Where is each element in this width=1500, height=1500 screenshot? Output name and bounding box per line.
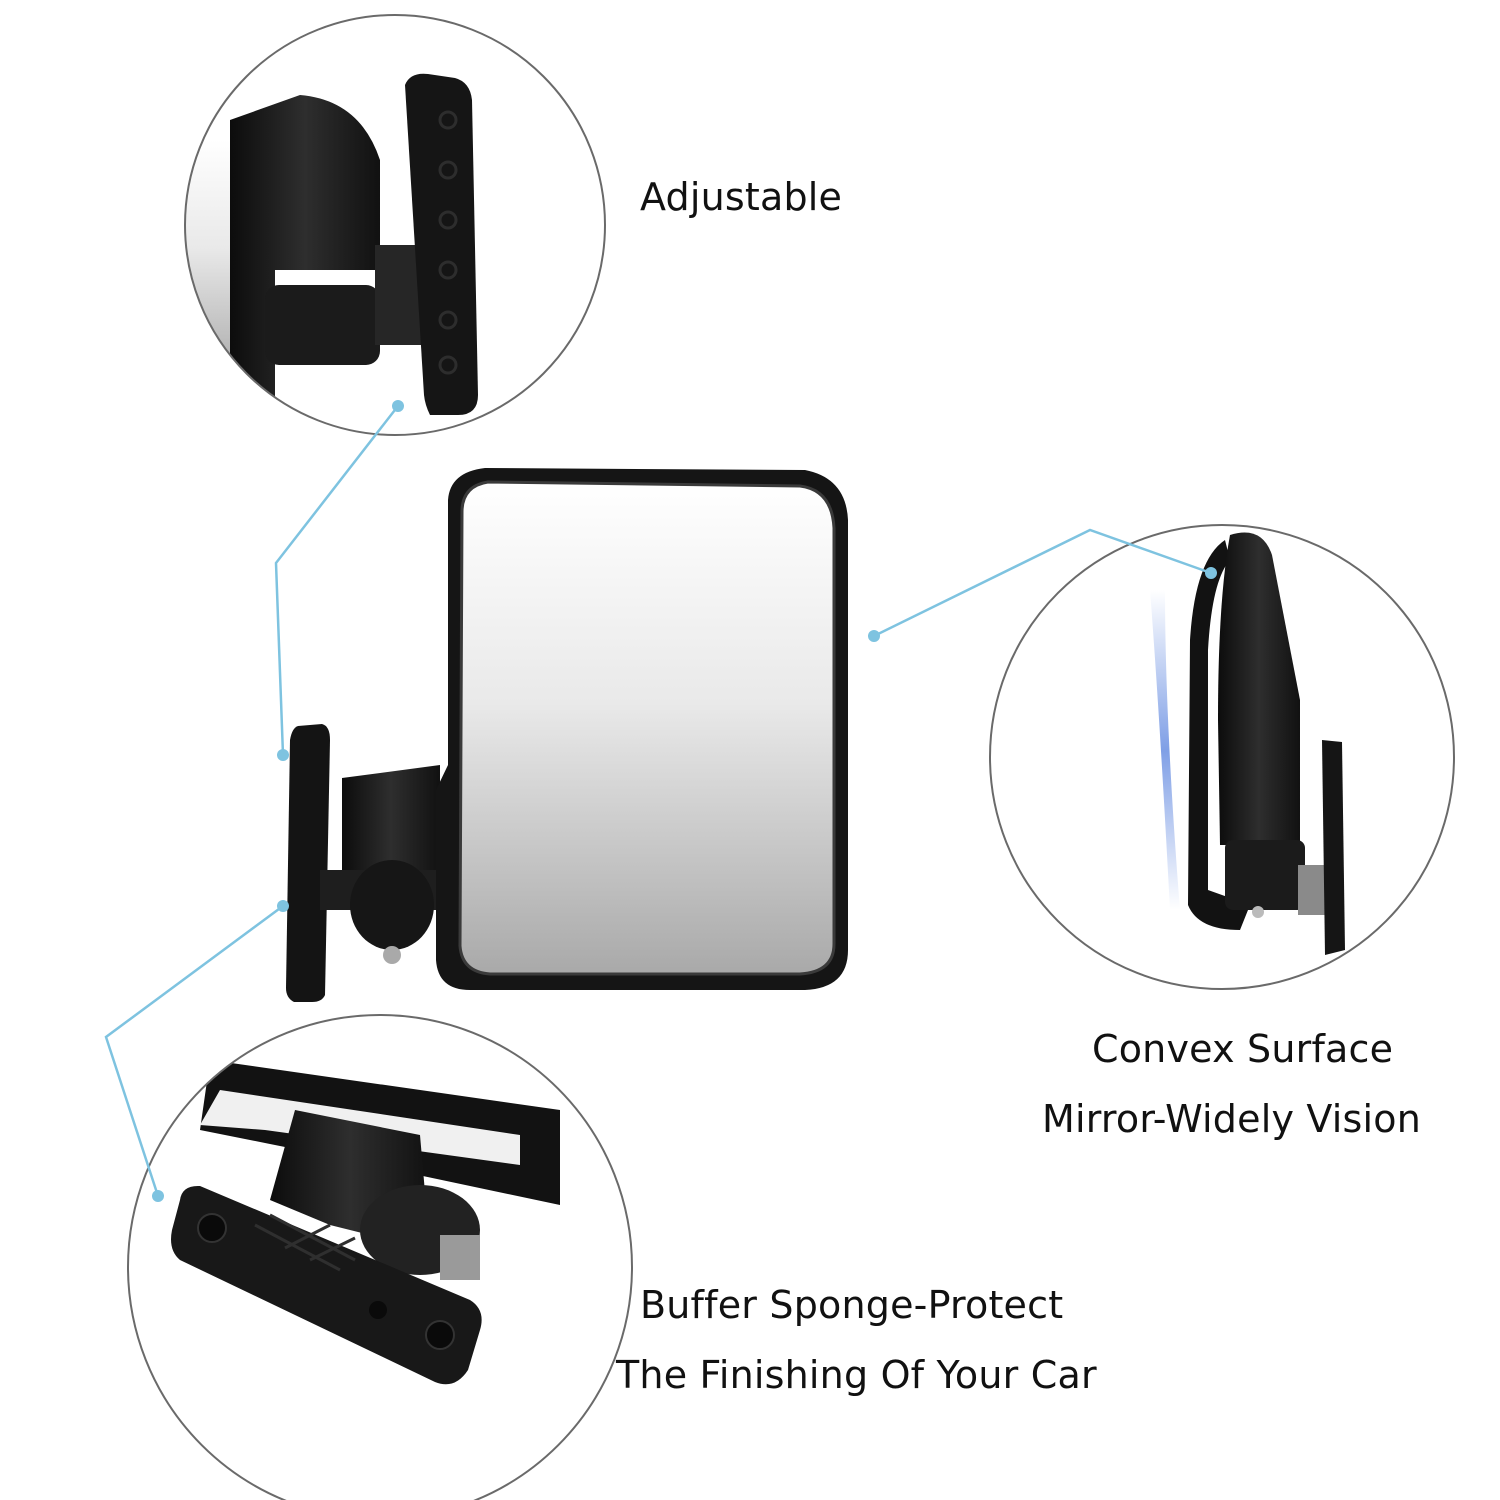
- convex-detail-circle: [989, 524, 1455, 990]
- convex-caption-line-2: Mirror-Widely Vision: [1042, 1097, 1422, 1141]
- callout-line-adjustable: [274, 405, 399, 756]
- buffer-detail-circle: [127, 1014, 633, 1500]
- callout-dots: [152, 400, 1217, 1202]
- buffer-caption-line-1: Buffer Sponge-Protect: [640, 1283, 1064, 1327]
- buffer-caption-line-2: The Finishing Of Your Car: [616, 1353, 1097, 1397]
- callout-line-buffer: [104, 904, 284, 1197]
- main-mirror: [286, 468, 848, 1002]
- convex-caption-line-1: Convex Surface: [1092, 1027, 1394, 1071]
- adjustable-caption: Adjustable: [640, 175, 843, 219]
- callout-lines: [104, 405, 1212, 1197]
- callout-line-convex: [873, 528, 1212, 638]
- adjustable-detail-circle: [184, 14, 606, 436]
